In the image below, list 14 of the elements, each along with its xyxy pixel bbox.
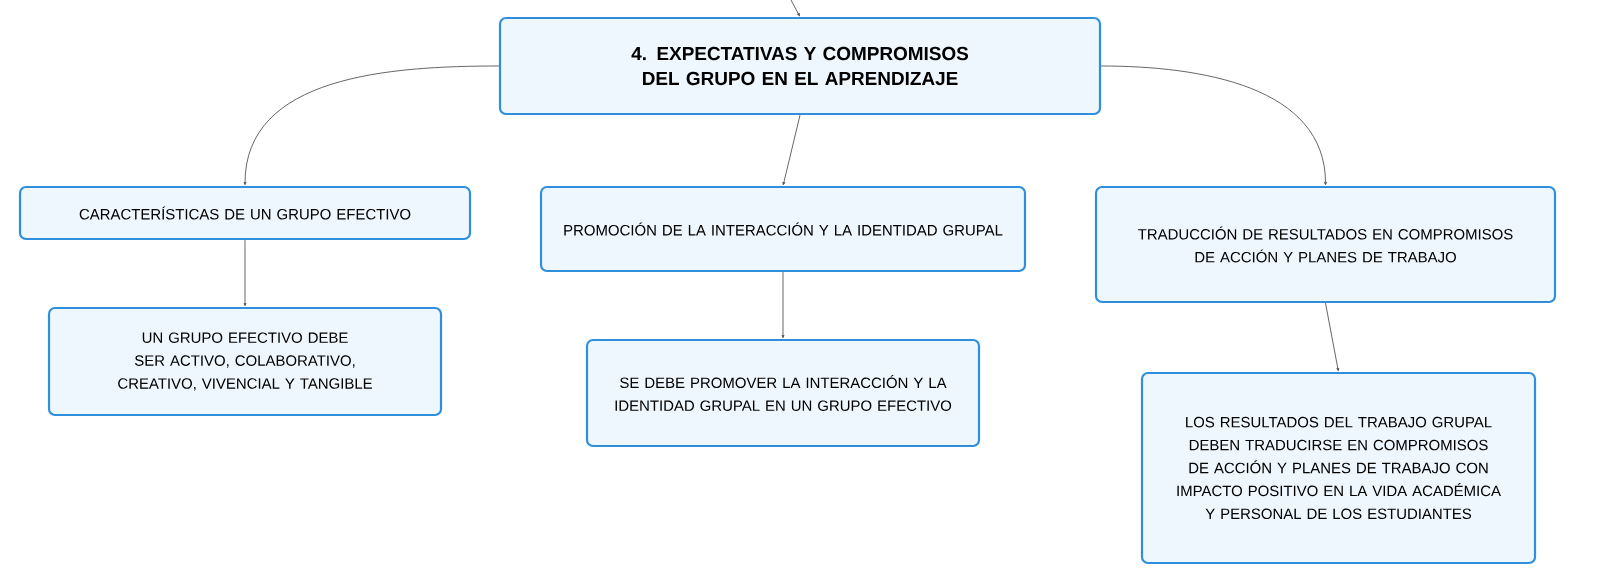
connector-arrow: [243, 239, 247, 307]
connector-arrow: [243, 65, 500, 186]
connector-arrow: [790, 0, 800, 17]
topic-box: PROMOCIÓN DE LA INTERACCIÓN Y LA IDENTIDAD GRUPAL: [539, 185, 1027, 273]
topic-box: LOS RESULTADOS DEL TRABAJO GRUPAL DEBEN TRADUCIRSE EN COMPROMISOS DE ACCIÓN Y PLANES DE TRABAJO CON IMPACTO POSITIVO EN LA VIDA ACADÉMICA Y PERSONAL DE LOS ESTUDIANTES: [1140, 371, 1537, 565]
topic-box: SE DEBE PROMOVER LA INTERACCIÓN Y LA IDENTIDAD GRUPAL EN UN GRUPO EFECTIVO: [585, 338, 981, 448]
topic-box: UN GRUPO EFECTIVO DEBE SER ACTIVO, COLABORATIVO, CREATIVO, VIVENCIAL Y TANGIBLE: [47, 306, 443, 417]
connector-arrow: [781, 271, 785, 339]
title-box: 4. EXPECTATIVAS Y COMPROMISOS DEL GRUPO EN EL APRENDIZAJE: [498, 16, 1102, 116]
connector-arrow: [1100, 65, 1327, 186]
topic-box: TRADUCCIÓN DE RESULTADOS EN COMPROMISOS DE ACCIÓN Y PLANES DE TRABAJO: [1094, 185, 1557, 304]
topic-box: CARACTERÍSTICAS DE UN GRUPO EFECTIVO: [18, 185, 472, 241]
connector-arrow: [1325, 302, 1340, 372]
connector-arrow: [782, 114, 801, 186]
